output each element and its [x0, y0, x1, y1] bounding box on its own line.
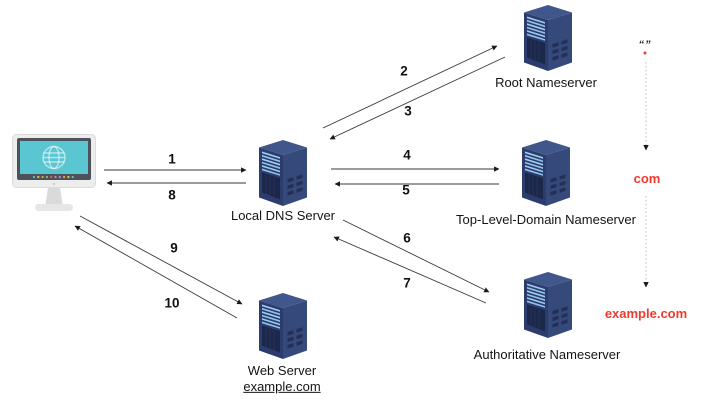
step-number-6: 6	[403, 230, 411, 246]
domain-zone-label: example.com	[604, 305, 688, 321]
label-web-server: Web Server	[247, 362, 317, 378]
label-tld-nameserver: Top-Level-Domain Nameserver	[456, 211, 636, 227]
monitor-base	[35, 204, 73, 211]
root-zone-label: “”	[638, 38, 652, 51]
step-number-4: 4	[403, 147, 411, 163]
step-number-8: 8	[168, 187, 176, 203]
label-web-server-domain: example.com	[243, 378, 321, 394]
step-number-10: 10	[164, 295, 180, 311]
chin-dot	[52, 182, 56, 186]
label-root-nameserver: Root Nameserver	[495, 74, 597, 90]
step-number-1: 1	[168, 151, 176, 167]
root-dot	[643, 51, 647, 55]
label-local-dns-server: Local DNS Server	[230, 207, 336, 223]
step-number-2: 2	[400, 63, 408, 79]
bezel-button-dots	[32, 175, 74, 179]
step-number-3: 3	[404, 103, 412, 119]
arrow-step-3	[329, 56, 506, 140]
client-computer-icon	[12, 134, 96, 211]
step-number-5: 5	[402, 182, 410, 198]
arrow-step-6	[342, 219, 490, 293]
web-server-icon	[257, 293, 309, 359]
arrow-step-10	[74, 225, 238, 319]
globe-icon	[42, 145, 66, 170]
tld-zone-label: com	[633, 170, 661, 186]
arrow-step-9	[79, 215, 243, 305]
tld-nameserver-icon	[520, 140, 572, 206]
step-number-7: 7	[403, 275, 411, 291]
root-nameserver-icon	[522, 5, 574, 71]
local-dns-server-icon	[257, 140, 309, 206]
authoritative-nameserver-icon	[522, 272, 574, 338]
step-number-9: 9	[170, 240, 178, 256]
arrow-step-2	[322, 45, 498, 129]
monitor-stand	[45, 188, 63, 204]
arrow-step-7	[333, 236, 487, 304]
label-authoritative-nameserver: Authoritative Nameserver	[473, 346, 621, 362]
